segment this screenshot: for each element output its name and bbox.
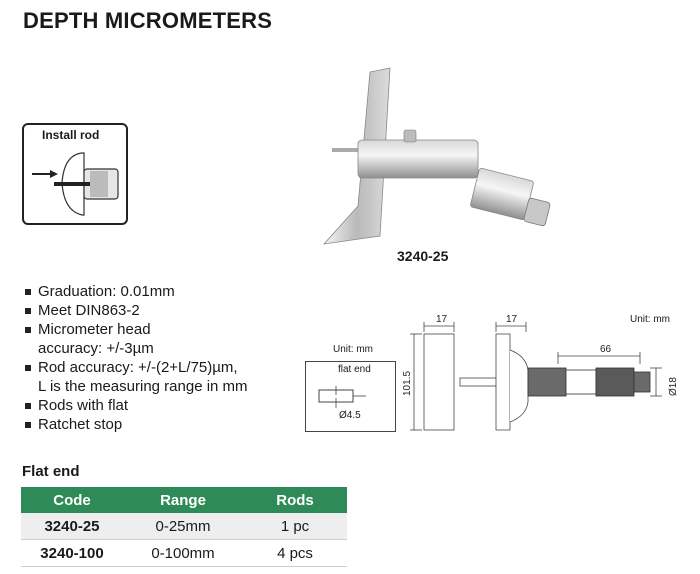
length-label: 66	[600, 344, 612, 355]
specification-table: Code Range Rods 3240-25 0-25mm 1 pc 3240…	[21, 487, 347, 567]
head-width-label: 17	[506, 314, 518, 325]
rod-diameter-label: Ø4.5	[339, 410, 361, 421]
feature-item: Meet DIN863-2	[24, 301, 248, 320]
feature-item: Rod accuracy: +/-(2+L/75)µm,	[24, 358, 248, 377]
dimension-drawing: 17 17 101.5 66 Ø18	[402, 314, 679, 431]
flat-end-label: flat end	[338, 364, 371, 375]
cell-rods: 4 pcs	[243, 539, 347, 567]
table-title: Flat end	[22, 463, 80, 480]
feature-item-continuation: accuracy: +/-3µm	[38, 340, 154, 357]
dimension-diagram-unit: Unit: mm	[630, 314, 670, 325]
feature-item: Micrometer head	[24, 320, 248, 339]
cell-range: 0-100mm	[123, 539, 243, 567]
cell-range: 0-25mm	[123, 513, 243, 540]
table-header-row: Code Range Rods	[21, 487, 347, 513]
page-title: DEPTH MICROMETERS	[23, 8, 273, 33]
column-header-rods: Rods	[243, 487, 347, 513]
install-rod-illustration	[32, 152, 119, 216]
base-height-label: 101.5	[402, 371, 413, 396]
base-width-label: 17	[436, 314, 448, 325]
rod-diagram	[305, 361, 396, 432]
column-header-range: Range	[123, 487, 243, 513]
column-header-code: Code	[21, 487, 123, 513]
table-row: 3240-25 0-25mm 1 pc	[21, 513, 347, 540]
feature-item: Ratchet stop	[24, 415, 248, 434]
cell-code: 3240-100	[21, 539, 123, 567]
cell-code: 3240-25	[21, 513, 123, 540]
product-model-label: 3240-25	[397, 248, 449, 264]
rod-diagram-unit: Unit: mm	[333, 344, 373, 355]
depth-micrometer-photo	[322, 67, 551, 245]
install-rod-diagram: Install rod	[22, 123, 128, 225]
diameter-label: Ø18	[668, 377, 679, 396]
feature-item: Rods with flat	[24, 396, 248, 415]
feature-item-continuation: L is the measuring range in mm	[38, 378, 248, 395]
table-row: 3240-100 0-100mm 4 pcs	[21, 539, 347, 567]
feature-item: Graduation: 0.01mm	[24, 282, 248, 301]
rod-drawing	[318, 386, 366, 408]
feature-list: Graduation: 0.01mm Meet DIN863-2 Microme…	[24, 282, 248, 434]
install-rod-label: Install rod	[42, 128, 100, 142]
cell-rods: 1 pc	[243, 513, 347, 540]
